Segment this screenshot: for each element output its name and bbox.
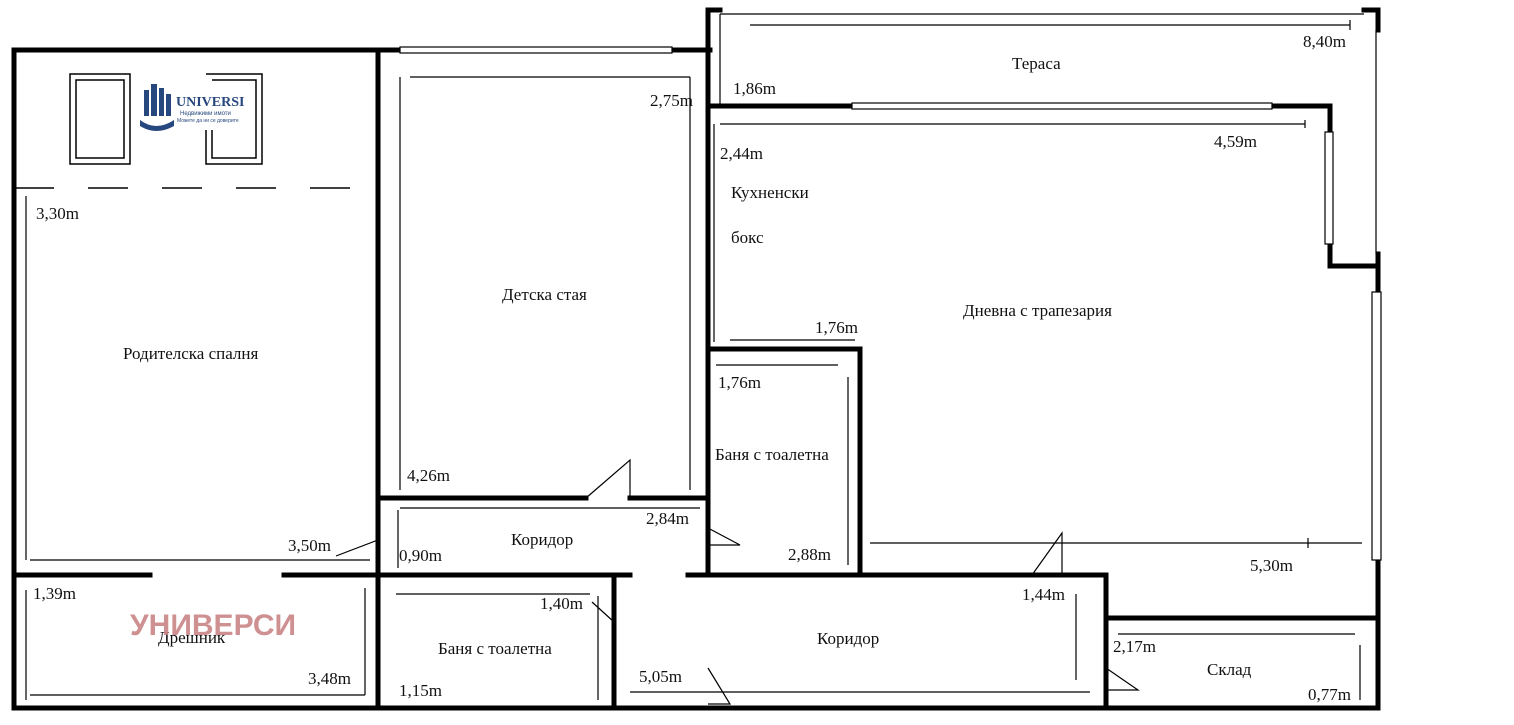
door-swings [335,458,1140,705]
dim-corridor2-length: 5,05m [639,667,682,686]
room-kitchen-line2: бокс [731,228,764,247]
door-bedroom [335,539,379,560]
room-kitchen-line1: Кухненски [731,183,809,202]
logo-tagline: Недвижими имоти [180,111,231,117]
room-labels: Тераса Кухненски бокс Дневна с трапезари… [123,54,1252,679]
door-kids [585,458,631,499]
watermark: УНИВЕРСИ [130,609,296,642]
universi-logo: UNIVERSI Недвижими имоти Можете да ни се… [140,84,244,131]
dim-wardrobe-depth: 1,39m [33,584,76,603]
door-living [1031,531,1063,576]
dim-living-length: 5,30m [1250,556,1293,575]
dimension-labels: 8,40m 1,86m 2,75m 4,26m 2,44m 4,59m 1,76… [33,32,1351,704]
room-storage: Склад [1207,660,1252,679]
room-master-bedroom: Родителска спалня [123,344,259,363]
dim-bath1-width: 1,76m [718,373,761,392]
dim-kitchen-depth: 2,44m [720,144,763,163]
dim-storage-depth: 0,77m [1308,685,1351,704]
room-corridor-1: Коридор [511,530,573,549]
room-corridor-2: Коридор [817,629,879,648]
dim-terrace-length: 8,40m [1303,32,1346,51]
room-wardrobe: Дрешник [158,628,226,647]
logo-brand: UNIVERSI [176,95,244,110]
door-bath1 [707,527,741,546]
inner-outlines [25,13,1377,700]
room-bathroom-1: Баня с тоалетна [715,445,829,464]
dim-kids-length: 4,26m [407,466,450,485]
walls [11,7,1381,711]
balcony-fixtures [69,73,263,165]
room-kids: Детска стая [502,285,587,304]
dim-wardrobe-width: 3,48m [308,669,351,688]
dim-bath1-length: 2,88m [788,545,831,564]
dim-bedroom-width: 3,50m [288,536,331,555]
door-entrance [707,667,732,705]
room-living-dining: Дневна с трапезария [963,301,1112,320]
room-bathroom-2: Баня с тоалетна [438,639,552,658]
door-bath2 [591,601,615,624]
dim-living-door: 1,44m [1022,585,1065,604]
dim-bath2-width: 1,40m [540,594,583,613]
windows [399,46,1382,561]
dim-living-width: 4,59m [1214,132,1257,151]
dim-corridor1-length: 2,84m [646,509,689,528]
dim-terrace-depth: 1,86m [733,79,776,98]
dim-corridor1-width: 0,90m [399,546,442,565]
dim-bedroom-depth: 3,30m [36,204,79,223]
dim-kitchen-width: 1,76m [815,318,858,337]
logo-slogan: Можете да ни се доверите [177,118,239,124]
room-terrace: Тераса [1012,54,1061,73]
dim-kids-width: 2,75m [650,91,693,110]
building-icon [140,84,174,131]
dim-bath2-depth: 1,15m [399,681,442,700]
dim-storage-width: 2,17m [1113,637,1156,656]
door-storage [1105,667,1140,691]
